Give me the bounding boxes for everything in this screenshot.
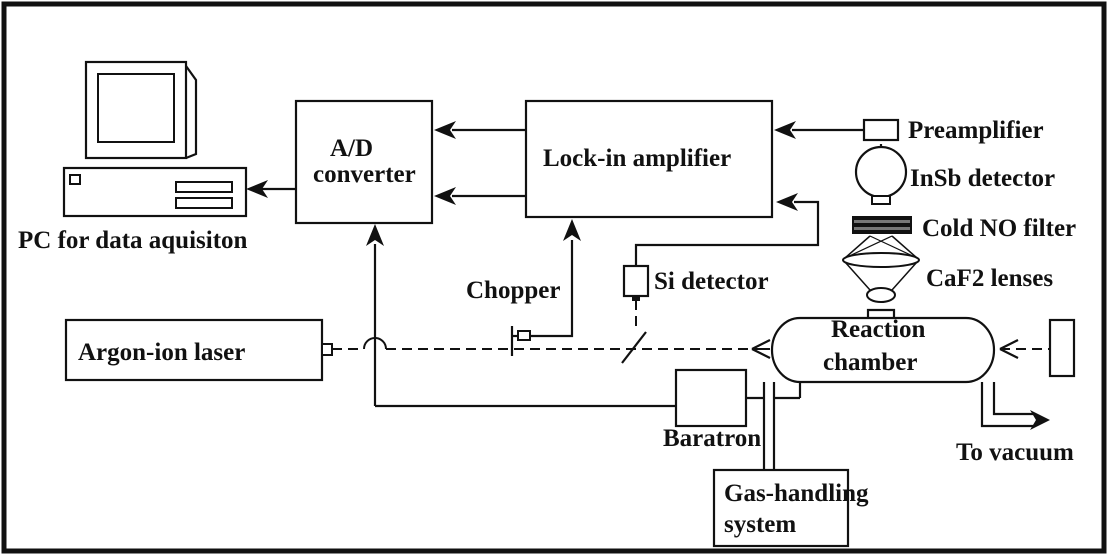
signal-arrows-to-ad <box>434 121 526 205</box>
chopper-icon <box>510 326 531 356</box>
arrow-to-pc <box>246 180 296 198</box>
insb-label: InSb detector <box>910 165 1055 192</box>
reaction-label-line1: Reaction <box>831 316 926 343</box>
lens-assembly <box>842 235 920 318</box>
arrow-laser-to-ad <box>366 224 676 408</box>
ad-label-line1: A/D <box>330 135 373 162</box>
pc-label: PC for data aquisiton <box>18 227 248 254</box>
beam-splitter <box>621 331 647 364</box>
reaction-chamber <box>751 316 1019 384</box>
gas-handling-box <box>712 468 850 548</box>
caf2-label: CaF2 lenses <box>926 265 1053 292</box>
ad-converter-box <box>294 99 434 225</box>
chopper-label: Chopper <box>466 277 560 304</box>
ad-label-line2: converter <box>313 161 416 188</box>
preamp-label: Preamplifier <box>908 117 1044 144</box>
beam-dump <box>1048 318 1076 378</box>
lockin-label: Lock-in amplifier <box>543 145 731 172</box>
cold-no-filter-icon <box>852 216 912 234</box>
reaction-label-line2: chamber <box>823 349 917 376</box>
baratron-box <box>674 368 748 428</box>
vacuum-line <box>980 382 1050 430</box>
gas-lines <box>746 382 802 470</box>
laser-aperture <box>321 343 333 356</box>
arrow-si-to-lockin <box>634 193 820 266</box>
si-detector-icon <box>622 264 650 298</box>
argon-laser-box <box>64 318 324 382</box>
baratron-label: Baratron <box>663 425 761 452</box>
lockin-amplifier-box <box>524 99 774 219</box>
pc-icon <box>62 60 248 218</box>
preamplifier-icon <box>862 118 900 142</box>
arrow-preamp-to-lockin <box>774 121 864 139</box>
insb-detector-icon <box>854 144 908 205</box>
gas-label-line2: system <box>724 511 796 538</box>
cold-no-label: Cold NO filter <box>922 215 1076 242</box>
vacuum-label: To vacuum <box>956 439 1074 466</box>
si-detector-label: Si detector <box>654 268 769 295</box>
si-detector-tip <box>632 296 640 301</box>
laser-label: Argon-ion laser <box>78 339 245 366</box>
gas-label-line1: Gas-handling <box>724 480 869 507</box>
arrow-chopper-to-lockin <box>528 219 581 338</box>
